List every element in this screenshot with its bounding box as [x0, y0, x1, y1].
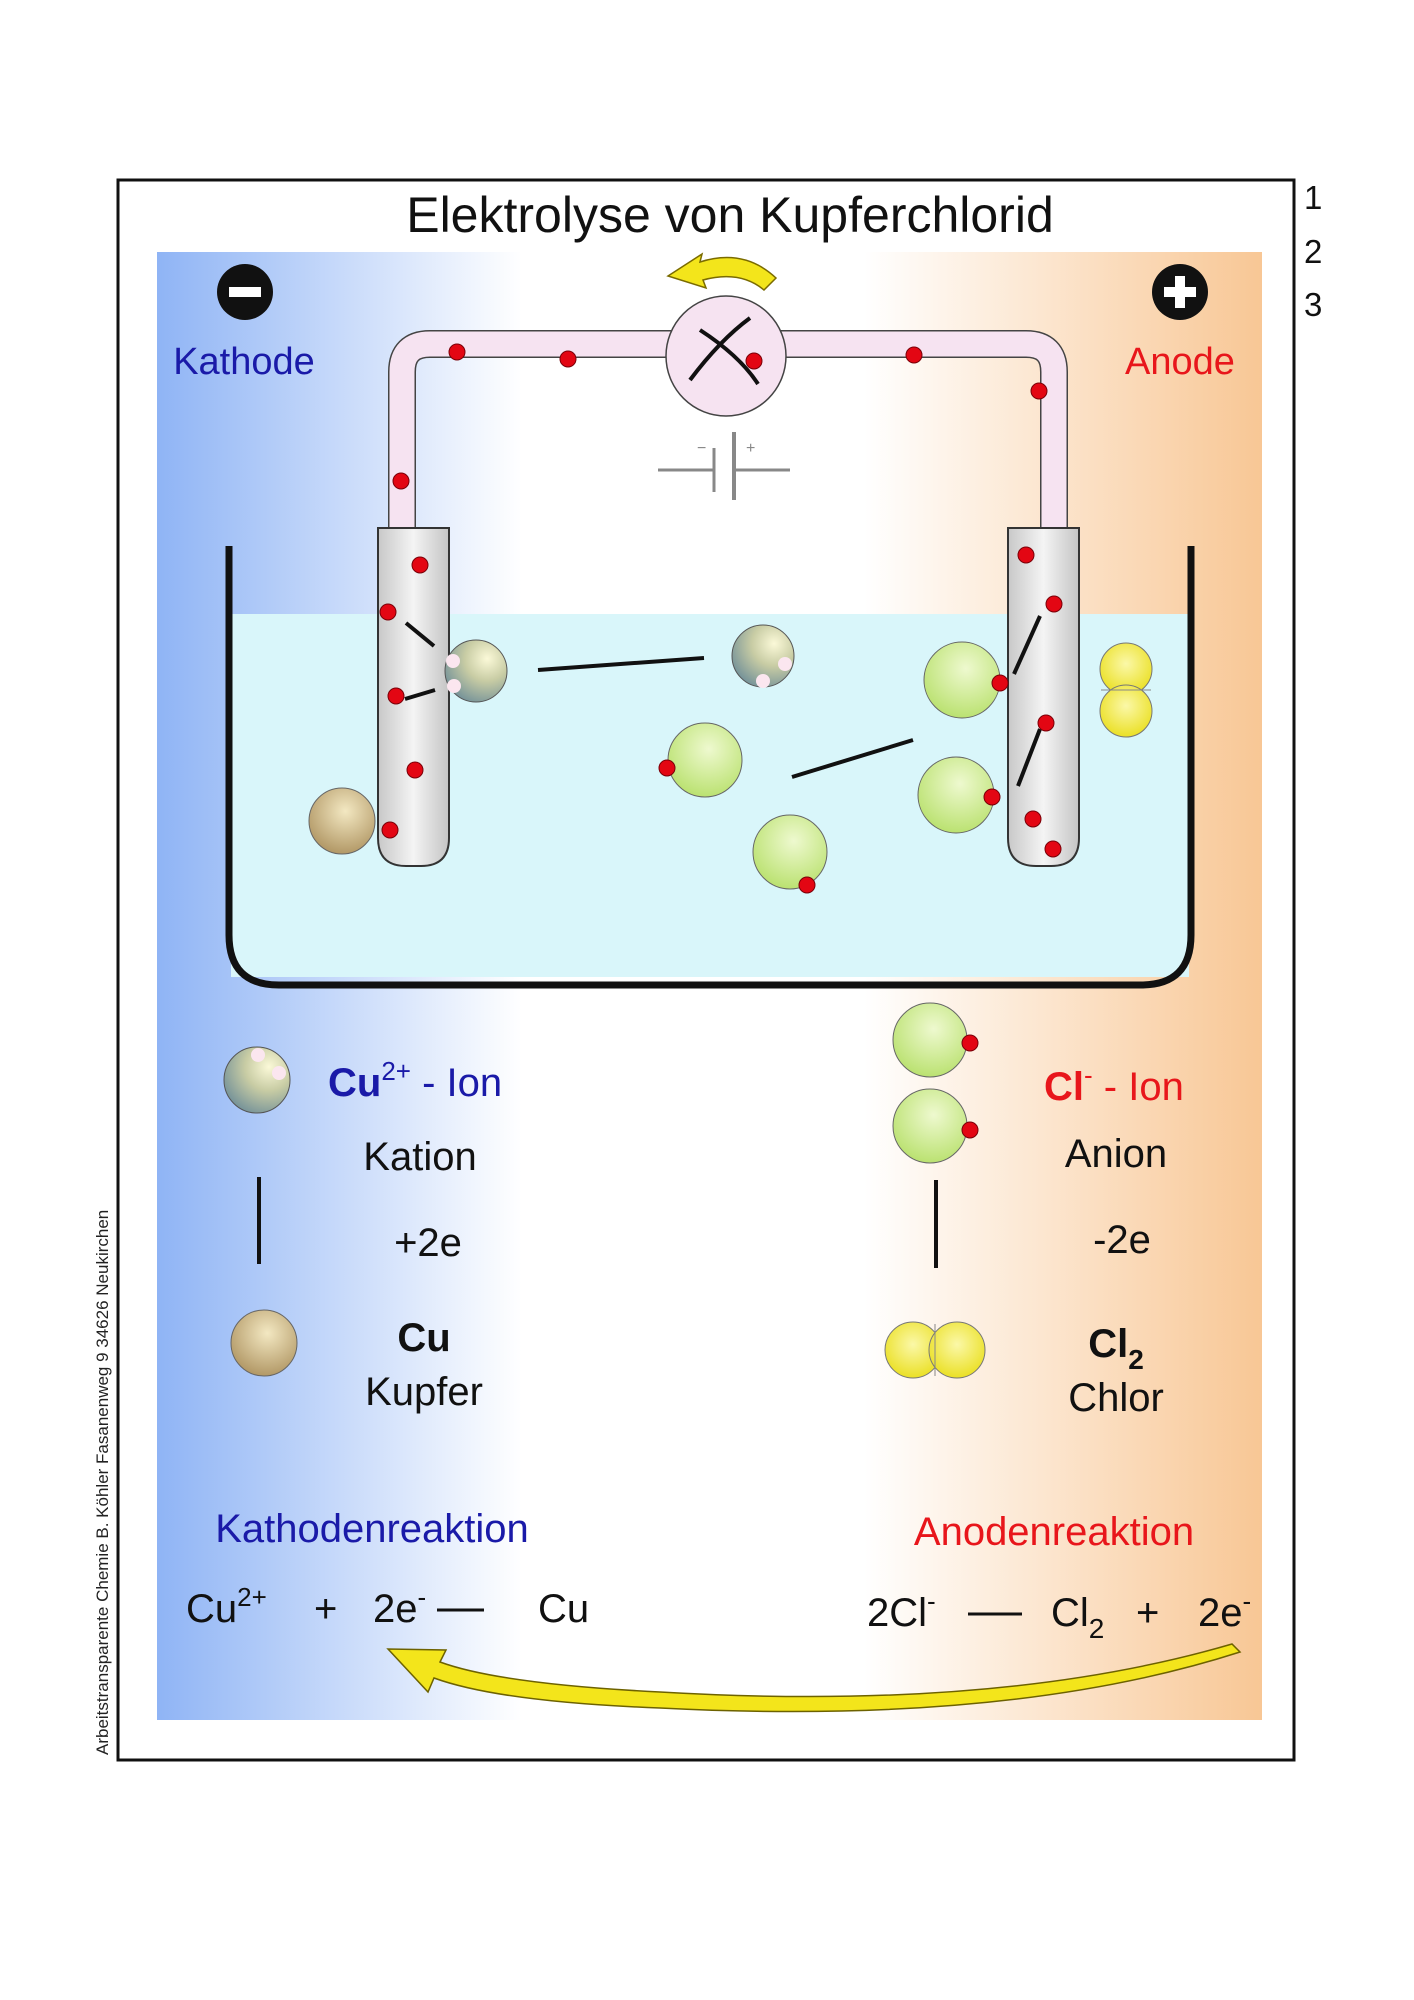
cathode-product: Cu	[538, 1587, 589, 1631]
page-number-3: 3	[1304, 286, 1322, 323]
anode-reactant: 2Cl	[867, 1591, 927, 1635]
migration-line-anion	[791, 738, 914, 779]
chloride-ion-particle	[917, 756, 995, 834]
anode-product-subscript: 2	[1089, 1613, 1105, 1644]
migration-line-cation	[537, 656, 705, 672]
electron-transfer-arrow-icon	[386, 1643, 1242, 1713]
page-title: Elektrolyse von Kupferchlorid	[406, 187, 1054, 243]
legend-anion-change: -2e	[1093, 1218, 1151, 1262]
copper-ion-particle	[731, 624, 795, 688]
legend-anion-product-name: Chlor	[1068, 1376, 1164, 1420]
anode-sign-icon	[1152, 264, 1208, 320]
anode-label: Anode	[1125, 341, 1235, 383]
legend-chloride-ion-icon	[892, 1088, 979, 1164]
legend-anion-symbol: Cl	[1044, 1065, 1084, 1109]
cathode-reactant: Cu	[186, 1587, 237, 1631]
legend-cation-product-name: Kupfer	[365, 1370, 483, 1414]
anode-electrons-charge: -	[1243, 1586, 1252, 1616]
anode-electrons: 2e	[1198, 1591, 1243, 1635]
anode-reaction-title: Anodenreaktion	[914, 1510, 1194, 1554]
legend-copper-atom-icon	[230, 1309, 298, 1377]
legend-anion-class: Anion	[1065, 1132, 1167, 1176]
side-credit: Arbeitstransparente Chemie B. Köhler Fas…	[93, 1210, 112, 1755]
legend-anion-product-symbol: Cl	[1088, 1322, 1128, 1366]
legend-anion-ion: Cl- - Ion	[1044, 1060, 1184, 1109]
anode-product: Cl	[1051, 1591, 1089, 1635]
cathode-label: Kathode	[173, 341, 315, 383]
legend-anion-charge: -	[1084, 1060, 1093, 1090]
battery-minus-label: −	[697, 440, 706, 457]
chlorine-molecule-particle	[1099, 642, 1153, 738]
chloride-ion-particle	[752, 814, 828, 894]
cathode-reaction-title: Kathodenreaktion	[215, 1507, 529, 1551]
page-number-2: 2	[1304, 233, 1322, 270]
anode-electrode	[1007, 527, 1080, 867]
legend-anion-suffix: - Ion	[1093, 1065, 1184, 1109]
legend-chlorine-molecule-icon	[884, 1321, 986, 1379]
legend-cation-suffix: - Ion	[411, 1061, 502, 1105]
legend-cation-change: +2e	[394, 1221, 462, 1265]
battery-plus-label: +	[746, 440, 755, 457]
legend-cation-charge: 2+	[381, 1056, 411, 1086]
legend-chloride-ion-icon	[892, 1002, 979, 1078]
anode-reactant-charge: -	[927, 1586, 936, 1616]
cathode-electrons: 2e	[373, 1587, 418, 1631]
legend-cation-ion: Cu2+ - Ion	[328, 1056, 502, 1105]
cathode-plus: +	[314, 1587, 337, 1631]
copper-atom-particle	[308, 787, 376, 855]
legend-cation-product-symbol: Cu	[397, 1316, 450, 1360]
beaker	[225, 546, 1195, 989]
legend-anion-product-subscript: 2	[1128, 1344, 1144, 1375]
chloride-ion-particle	[658, 722, 743, 798]
legend-copper-ion-icon	[223, 1046, 291, 1114]
cathode-electrons-charge: -	[418, 1582, 427, 1612]
anode-plus: +	[1136, 1591, 1159, 1635]
battery-symbol-icon	[658, 432, 790, 500]
cathode-reactant-charge: 2+	[237, 1582, 267, 1612]
legend-cation-class: Kation	[363, 1135, 476, 1179]
current-direction-arrow-icon	[666, 252, 778, 292]
anode-reaction-equation: 2Cl-Cl2+2e-	[867, 1586, 1251, 1644]
meter-icon	[665, 295, 787, 417]
copper-ion-particle	[444, 639, 508, 703]
cathode-reaction-equation: Cu2++2e-Cu	[186, 1582, 589, 1631]
page-number-1: 1	[1304, 179, 1322, 216]
electron-particles	[379, 343, 1063, 858]
legend-anion-product: Cl2	[1088, 1322, 1144, 1375]
legend-cation-symbol: Cu	[328, 1061, 381, 1105]
cathode-sign-icon	[217, 264, 273, 320]
chloride-ion-particle	[923, 641, 1001, 719]
